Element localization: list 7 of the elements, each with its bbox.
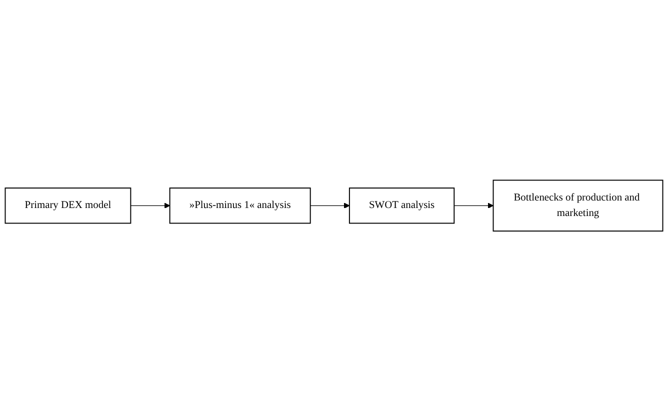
node-box: »Plus-minus 1« analysis [169, 188, 311, 224]
arrow [130, 203, 170, 209]
node-box: SWOT analysis [348, 188, 455, 224]
arrow [454, 203, 494, 209]
arrow [310, 203, 350, 209]
node-box: Bottlenecks of production and marketing [492, 180, 664, 232]
node-box: Primary DEX model [4, 188, 132, 224]
